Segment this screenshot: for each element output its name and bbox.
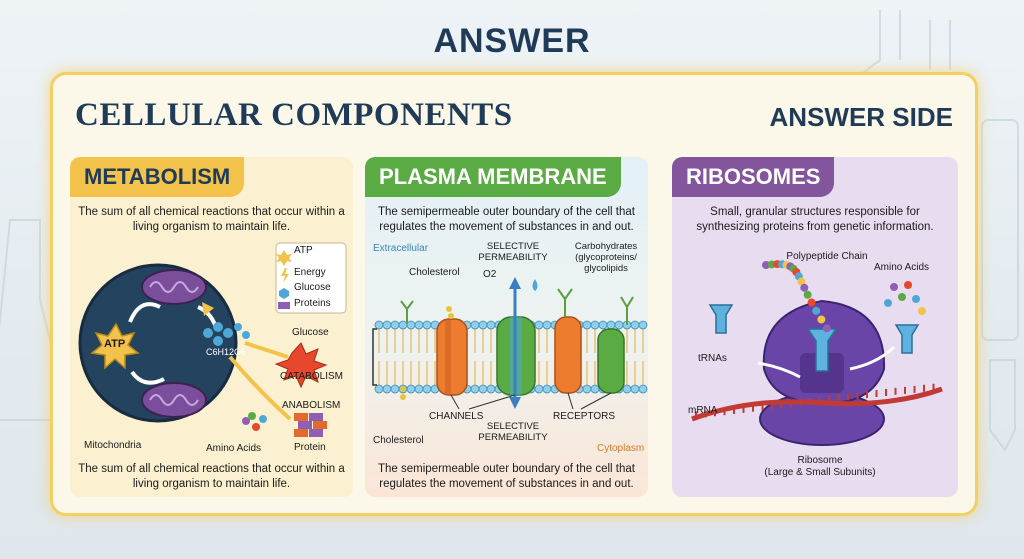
anabolism-arrow xyxy=(228,355,292,421)
selective-permeability-bottom-label: SELECTIVE PERMEABILITY xyxy=(478,421,548,443)
cell-body xyxy=(78,263,238,423)
channels-label: CHANNELS xyxy=(429,411,484,422)
cholesterol-top-label: Cholesterol xyxy=(409,267,460,278)
ribosome-cavity xyxy=(800,353,844,393)
plasma-membrane-diagram xyxy=(372,277,648,410)
legend-atp-label: ATP xyxy=(294,245,313,256)
polypeptide-label: Polypeptide Chain xyxy=(786,251,868,262)
carbohydrate-chains xyxy=(400,288,634,325)
ribosome-diagram xyxy=(691,260,943,446)
metabolism-panel: METABOLISM The sum of all chemical react… xyxy=(70,157,353,497)
cycle-arrows xyxy=(128,302,217,385)
ribosomes-panel: RIBOSOMES Small, granular structures res… xyxy=(672,157,958,497)
cholesterol-bottom-label: Cholesterol xyxy=(373,435,424,446)
receptor-protein-orange xyxy=(554,316,582,394)
legend-proteins-icon xyxy=(278,302,290,309)
mrna-strand xyxy=(691,386,943,422)
protein-label: Protein xyxy=(294,442,326,453)
catabolism-arrow xyxy=(244,341,289,359)
atp-label: ATP xyxy=(104,338,126,350)
card-side-label: ANSWER SIDE xyxy=(769,102,953,132)
ribosomes-description: Small, granular structures responsible f… xyxy=(696,206,934,233)
legend-box xyxy=(275,242,347,314)
amino-acids-label: Amino Acids xyxy=(874,262,930,273)
mitochondria-label: Mitochondria xyxy=(84,440,142,451)
receptors-label: RECEPTORS xyxy=(553,411,616,422)
trna-icon xyxy=(708,304,920,372)
mrna-codons xyxy=(695,383,935,419)
polypeptide-chain xyxy=(762,260,831,333)
ribosomes-title: RIBOSOMES xyxy=(672,157,835,197)
plasma-membrane-panel: PLASMA MEMBRANE The semipermeable outer … xyxy=(365,157,648,497)
anabolism-label: ANABOLISM xyxy=(282,400,341,411)
card-title: CELLULAR COMPONENTS xyxy=(75,97,513,133)
mrna-label: mRNA xyxy=(688,405,718,416)
mitochondria-icon xyxy=(141,269,207,418)
trnas-label: tRNAs xyxy=(698,353,727,364)
water-drop-icon xyxy=(532,279,538,291)
metabolism-description-bottom: The sum of all chemical reactions that o… xyxy=(78,463,345,490)
extracellular-label: Extracellular xyxy=(373,243,429,254)
amino-acids-label: Amino Acids xyxy=(206,443,262,454)
legend-energy-label: Energy xyxy=(294,267,326,278)
plasma-membrane-title: PLASMA MEMBRANE xyxy=(365,157,621,197)
amino-acid-dots xyxy=(242,412,267,431)
selective-permeability-top-label: SELECTIVE PERMEABILITY xyxy=(478,241,548,263)
protein-blocks-icon xyxy=(294,413,327,437)
channel-protein-orange xyxy=(436,318,468,396)
metabolism-diagram xyxy=(78,242,347,437)
glucose-label: Glucose xyxy=(292,327,329,338)
cytoplasm-label: Cytoplasm xyxy=(597,443,645,454)
legend-energy-icon xyxy=(281,268,289,283)
legend-proteins-label: Proteins xyxy=(294,298,331,309)
oxygen-label: O2 xyxy=(483,269,497,280)
membrane-description-bottom: The semipermeable outer boundary of the … xyxy=(378,463,635,490)
glucose-formula: C6H12O6 xyxy=(206,347,247,357)
yellow-arrow-head xyxy=(202,302,214,316)
free-amino-acids xyxy=(884,281,926,315)
legend-glucose-icon xyxy=(279,288,289,299)
ribosome-label: Ribosome xyxy=(797,455,843,466)
bilayer-bracket xyxy=(372,328,377,386)
receptor-protein-green xyxy=(597,328,625,394)
legend-glucose-label: Glucose xyxy=(294,282,331,293)
ribosome-subunits-label: (Large & Small Subunits) xyxy=(764,467,876,478)
legend-atp-icon xyxy=(276,250,292,266)
atp-burst-icon xyxy=(90,322,140,370)
cholesterol-icon xyxy=(400,306,454,400)
metabolism-title: METABOLISM xyxy=(70,157,245,197)
metabolism-description-top: The sum of all chemical reactions that o… xyxy=(78,206,345,233)
flashcard: CELLULAR COMPONENTS ANSWER SIDE METABOLI… xyxy=(50,72,978,516)
catabolism-burst-icon xyxy=(274,342,328,389)
catabolism-label: CATABOLISM xyxy=(280,371,343,382)
page-title: ANSWER xyxy=(433,22,591,60)
pointer-lines xyxy=(450,392,612,410)
membrane-description-top: The semipermeable outer boundary of the … xyxy=(378,206,635,233)
trna-arrows xyxy=(757,345,896,379)
carbohydrates-label: Carbohydrates (glycoproteins/ glycolipid… xyxy=(574,241,638,274)
glucose-molecule-icon xyxy=(203,322,250,346)
